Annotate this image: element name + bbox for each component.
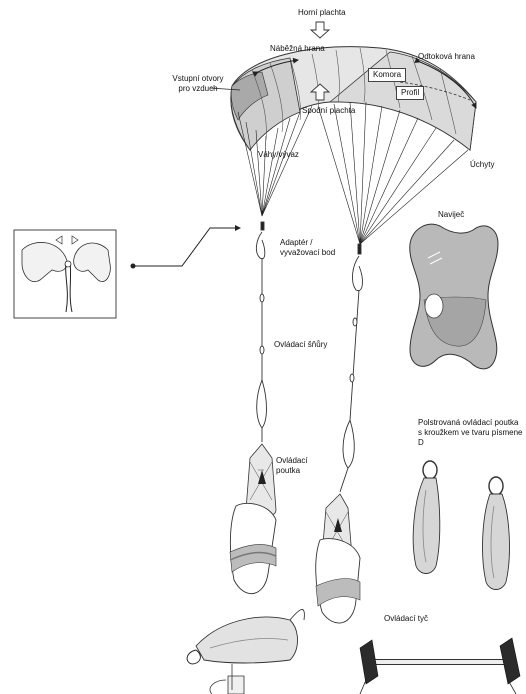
label-bridle: Váhy/vývaz <box>258 150 299 160</box>
label-profile: Profil <box>396 86 424 100</box>
label-handles: Ovládací poutka <box>276 456 326 476</box>
label-flying-lines: Ovládací šňůry <box>274 340 327 350</box>
padded-strap-right <box>483 477 510 590</box>
label-attachments: Úchyty <box>470 160 494 170</box>
padded-strap-left <box>413 461 440 574</box>
bottom-strap-assembly <box>187 609 304 694</box>
label-padded-straps: Polstrovaná ovládací poutka s kroužkem v… <box>418 418 524 448</box>
left-handle <box>230 444 276 594</box>
inset-pointer <box>131 228 241 269</box>
knot-detail-inset <box>14 230 116 318</box>
label-control-bar: Ovládací tyč <box>384 614 428 624</box>
label-adapter: Adaptér / vyvažovací bod <box>280 238 350 258</box>
label-chamber: Komora <box>368 68 406 82</box>
line-winder <box>410 224 498 369</box>
label-top-sail: Horní plachta <box>298 8 346 18</box>
top-sail-arrow-icon <box>311 22 329 38</box>
kite-canopy <box>231 47 476 150</box>
control-bar <box>360 638 520 694</box>
right-handle <box>316 494 360 623</box>
label-bottom-sail: Spodní plachta <box>302 106 355 116</box>
left-flying-line <box>256 222 266 442</box>
right-flying-line <box>340 244 362 492</box>
label-air-inlets: Vstupní otvory pro vzduch <box>168 74 228 94</box>
label-leading-edge: Náběžná hrana <box>270 44 325 54</box>
label-winder: Naviječ <box>438 210 464 220</box>
label-trailing-edge: Odtoková hrana <box>418 52 475 62</box>
